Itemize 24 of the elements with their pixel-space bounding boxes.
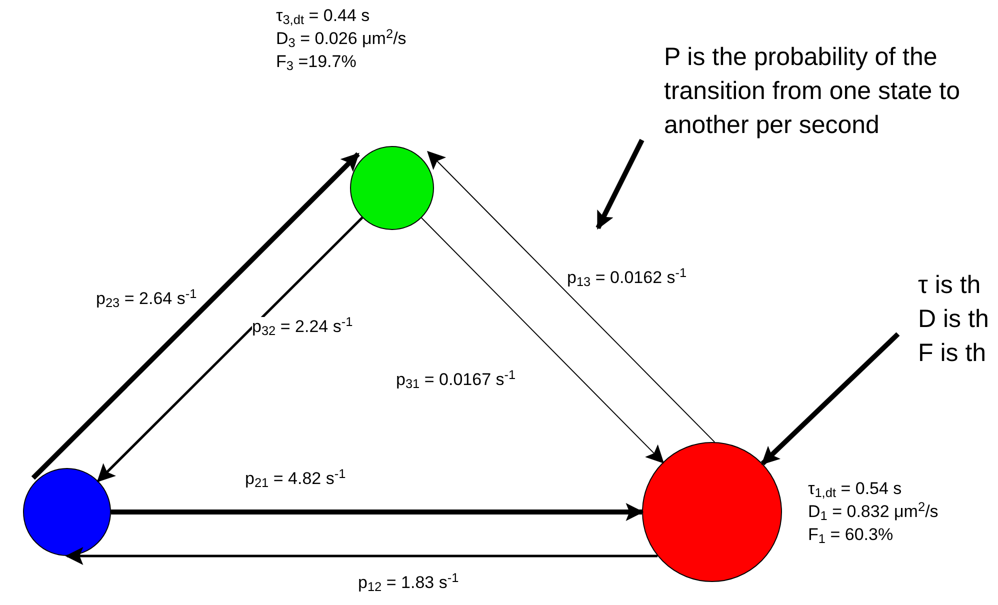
arrow xyxy=(596,138,644,230)
state-parameter: F$_{1}$ = 60.3% xyxy=(808,524,894,546)
annotation-text: F is th xyxy=(918,338,988,369)
arrow xyxy=(427,150,716,443)
arrow xyxy=(96,216,364,482)
arrow xyxy=(65,547,658,565)
state-parameter: D$_{1}$ = 0.832 μm$^{2}$/s xyxy=(808,500,938,523)
arrow xyxy=(760,332,900,466)
edge-label: p$_{12}$ = 1.83 s$^{-1}$ xyxy=(358,573,459,592)
arrow xyxy=(111,503,644,521)
edge-label: p$_{32}$ = 2.24 s$^{-1}$ xyxy=(252,317,353,336)
annotation-text: τ is th xyxy=(918,270,982,301)
edge-label: p$_{23}$ = 2.64 s$^{-1}$ xyxy=(96,289,197,308)
annotation-text: D is th xyxy=(918,304,990,335)
state-parameter: F$_{3}$ =19.7% xyxy=(276,51,358,73)
arrow xyxy=(31,152,360,480)
arrow xyxy=(421,217,664,464)
state-parameter: τ$_{1,dt}$ = 0.54 s xyxy=(808,478,903,500)
state-parameter: τ$_{3,dt}$ = 0.44 s xyxy=(276,5,371,27)
edge-label: p$_{21}$ = 4.82 s$^{-1}$ xyxy=(245,469,346,488)
state-parameter: D$_{3}$ = 0.026 μm$^{2}$/s xyxy=(276,27,406,50)
edge-label: p$_{31}$ = 0.0167 s$^{-1}$ xyxy=(396,370,516,389)
edge-label: p$_{13}$ = 0.0162 s$^{-1}$ xyxy=(567,268,687,287)
annotation-text: P is the probability of the transition from one state to another per second xyxy=(664,42,961,141)
